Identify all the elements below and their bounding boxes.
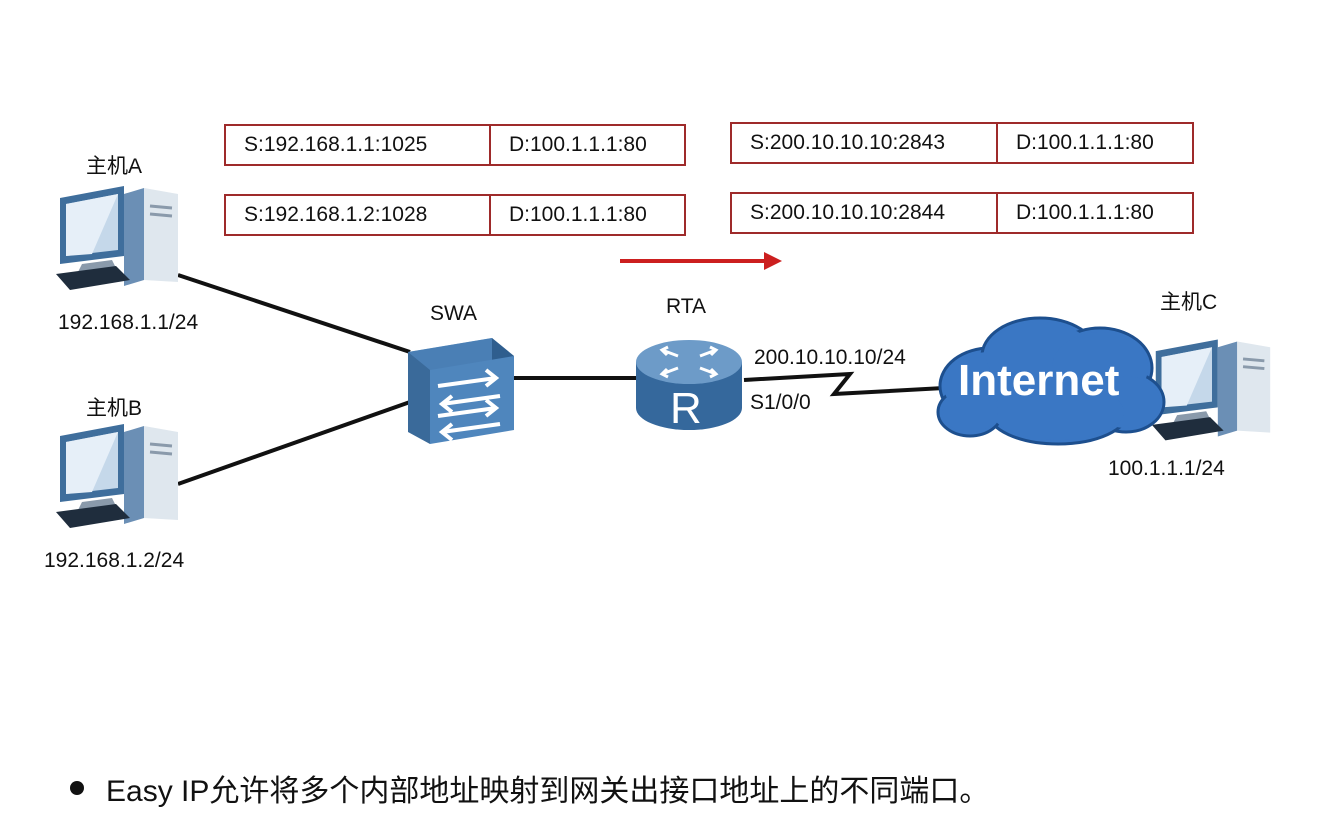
- host-a-computer-icon: [56, 186, 178, 290]
- packet-after-2: S:200.10.10.10:2844 D:100.1.1.1:80: [730, 192, 1194, 234]
- host-c-computer-icon: [1151, 339, 1271, 441]
- host-b-name: 主机B: [86, 397, 143, 420]
- packet-src: S:200.10.10.10:2844: [732, 194, 998, 232]
- host-a-name: 主机A: [86, 155, 143, 178]
- packet-dst: D:100.1.1.1:80: [1016, 201, 1154, 224]
- router-icon: [636, 340, 742, 430]
- router-wan-ip: 200.10.10.10/24: [754, 346, 906, 369]
- router-glyph: R: [670, 384, 702, 433]
- bullet-dot-icon: [70, 781, 84, 795]
- packet-after-1: S:200.10.10.10:2843 D:100.1.1.1:80: [730, 122, 1194, 164]
- router-interface: S1/0/0: [750, 391, 811, 414]
- packet-dst: D:100.1.1.1:80: [509, 203, 647, 226]
- host-b-ip: 192.168.1.2/24: [44, 549, 185, 572]
- direction-arrowhead: [764, 252, 782, 270]
- packet-src: S:200.10.10.10:2843: [732, 124, 998, 162]
- link-hosta-swa: [177, 273, 411, 354]
- packet-src: S:192.168.1.1:1025: [226, 126, 491, 164]
- caption-bullet: Easy IP允许将多个内部地址映射到网关出接口地址上的不同端口。: [64, 766, 989, 810]
- packet-before-1: S:192.168.1.1:1025 D:100.1.1.1:80: [224, 124, 686, 166]
- packet-before-2: S:192.168.1.2:1028 D:100.1.1.1:80: [224, 194, 686, 236]
- switch-icon: [408, 338, 514, 444]
- link-serial-wan: [743, 371, 945, 397]
- caption-text: Easy IP允许将多个内部地址映射到网关出接口地址上的不同端口。: [106, 775, 990, 808]
- packet-dst: D:100.1.1.1:80: [1016, 131, 1154, 154]
- internet-cloud-icon: [936, 316, 1166, 446]
- packet-dst: D:100.1.1.1:80: [509, 133, 647, 156]
- host-c-ip: 100.1.1.1/24: [1108, 457, 1225, 480]
- router-name: RTA: [666, 295, 707, 318]
- packet-src: S:192.168.1.2:1028: [226, 196, 491, 234]
- host-c-name: 主机C: [1160, 291, 1218, 314]
- internet-label: Internet: [958, 356, 1120, 405]
- switch-name: SWA: [430, 302, 478, 325]
- host-a-ip: 192.168.1.1/24: [58, 311, 199, 334]
- link-hostb-swa: [177, 400, 411, 486]
- host-b-computer-icon: [56, 424, 178, 528]
